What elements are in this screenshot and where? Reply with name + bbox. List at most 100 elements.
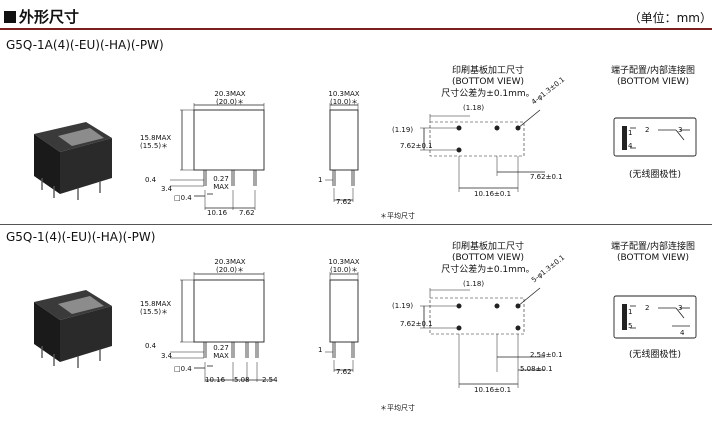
side-width-label: 20.3MAX (20.0)＊ [204,258,256,274]
pcb-hole-drawing [420,109,545,192]
terminal-caption: 端子配置/内部连接图 (BOTTOM VIEW) [598,242,708,265]
average-dimension-note: ＊平均尺寸 [380,212,415,220]
relay-photo [34,290,112,368]
side-width-max: 20.3MAX [214,258,246,266]
pcb-hole [515,325,521,331]
terminal-title: 端子配置/内部连接图 [610,66,696,76]
end-pin-offset-label: 1 [318,176,323,184]
end-view-drawing [325,103,359,202]
coil-symbol [622,126,627,150]
pcb-d118-label: (1.18) [463,280,485,288]
side-view-drawing [170,272,275,382]
terminal-pin-3: 3 [678,304,683,312]
terminal-pin-3: 3 [678,126,683,134]
pcb-d254-label: 2.54±0.1 [530,351,563,359]
pcb-hole [494,303,500,309]
pcb-d119-label: (1.19) [392,302,414,310]
terminal-pin-5: 5 [628,322,633,330]
pcb-hole-drawing [420,287,545,388]
side-height-max: 15.8MAX [140,134,172,142]
end-width-max: 10.3MAX [328,90,360,98]
pcb-d762b-label: 5.08±0.1 [520,365,553,373]
dim-c-label: 2.54 [262,376,278,384]
pcb-tolerance: 尺寸公差为±0.1mm。 [441,88,535,99]
section-divider [0,224,712,225]
header-divider [0,28,712,30]
pin-width-value: 0.27 [213,175,229,183]
pin-width-label: 0.27 MAX [210,344,232,360]
coil-symbol [622,304,627,330]
pcb-caption: 印刷基板加工尺寸 (BOTTOM VIEW) 尺寸公差为±0.1mm。 [418,242,558,276]
terminal-pin-4: 4 [680,329,685,337]
end-width-label: 10.3MAX (10.0)＊ [322,90,366,106]
end-width-avg: (10.0)＊ [329,266,359,275]
side-height-label: 15.8MAX (15.5)＊ [140,134,171,150]
terminal-pin-2: 2 [645,304,650,312]
section-1: G5Q-1A(4)(-EU)(-HA)(-PW) 20. [0,30,712,224]
terminal-caption: 端子配置/内部连接图 (BOTTOM VIEW) [598,66,708,89]
pin-square-label: □0.4 [174,365,192,373]
terminal-diagram [613,295,697,339]
terminal-title: 端子配置/内部连接图 [610,242,696,252]
pin-width-label: 0.27 MAX [210,175,232,191]
pcb-view: (BOTTOM VIEW) [451,77,525,88]
pcb-title: 印刷基板加工尺寸 [451,66,524,76]
terminal-pin-2: 2 [645,126,650,134]
pin-pitch-label: 3.4 [161,185,173,193]
page-title-text: 外形尺寸 [19,8,80,26]
square-bullet-icon [4,11,16,23]
relay-body-end [329,279,359,343]
dim-a-label: 10.16 [207,209,228,217]
end-width-avg: (10.0)＊ [329,98,359,107]
end-width-max: 10.3MAX [328,258,360,266]
terminal-diagram [613,117,697,157]
pcb-d762-label: 7.62±0.1 [400,320,433,328]
side-height-max: 15.8MAX [140,300,172,308]
side-width-label: 20.3MAX (20.0)＊ [204,90,256,106]
side-height-avg: (15.5)＊ [140,142,169,151]
pcb-tolerance: 尺寸公差为±0.1mm。 [441,264,535,275]
pin-square-label: □0.4 [174,194,192,202]
relay-photo [34,122,112,200]
dim-b-label: 7.62 [239,209,255,217]
terminal-frame [613,117,697,157]
side-height-label: 15.8MAX (15.5)＊ [140,300,171,316]
terminal-pin-1: 1 [628,308,633,316]
terminal-note: (无线圈极性) [628,170,682,180]
pcb-outline [429,297,525,335]
relay-body-end [329,109,359,171]
side-width-max: 20.3MAX [214,90,246,98]
pcb-d1016-label: 10.16±0.1 [474,386,512,394]
terminal-view: (BOTTOM VIEW) [616,77,690,88]
dim-a-label: 10.16 [205,376,226,384]
section-2: G5Q-1(4)(-EU)(-HA)(-PW) [0,226,712,430]
dim-b-label: 5.08 [234,376,250,384]
side-width-avg: (20.0)＊ [215,266,245,275]
end-view-drawing [325,272,359,372]
end-bottom-label: 7.62 [336,198,352,206]
pcb-caption: 印刷基板加工尺寸 (BOTTOM VIEW) 尺寸公差为±0.1mm。 [418,66,558,100]
terminal-frame [613,295,697,339]
end-pin-offset-label: 1 [318,346,323,354]
page-title: 外形尺寸 [4,6,79,27]
pcb-d1016-label: 10.16±0.1 [474,190,512,198]
pcb-d762-label: 7.62±0.1 [400,142,433,150]
pcb-d762b-label: 7.62±0.1 [530,173,563,181]
average-dimension-note: ＊平均尺寸 [380,404,415,412]
unit-note: （单位：mm） [628,11,712,25]
terminal-view: (BOTTOM VIEW) [616,253,690,264]
pcb-d119-label: (1.19) [392,126,414,134]
pin-length-label: 0.4 [145,176,157,184]
pcb-outline [429,121,525,157]
side-view-drawing [170,103,265,210]
terminal-note: (无线圈极性) [628,350,682,360]
pcb-title: 印刷基板加工尺寸 [451,242,524,252]
model-name: G5Q-1(4)(-EU)(-HA)(-PW) [6,230,156,244]
terminal-pin-4: 4 [628,142,633,150]
pcb-hole [494,125,500,131]
end-width-label: 10.3MAX (10.0)＊ [322,258,366,274]
pin-pitch-label: 3.4 [161,352,173,360]
side-height-avg: (15.5)＊ [140,308,169,317]
relay-body-side [193,279,265,343]
pin-width-max: MAX [213,352,229,361]
